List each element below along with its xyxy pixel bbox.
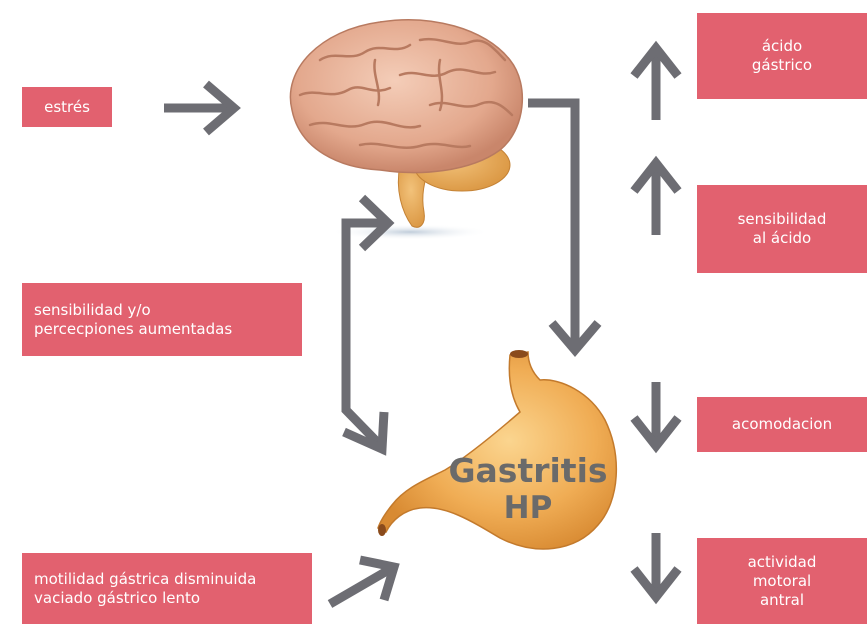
box-acomodacion: acomodacion xyxy=(697,397,867,452)
box-actividad-line-3: antral xyxy=(760,591,804,610)
box-actividad-line-1: actividad xyxy=(748,553,817,572)
box-motilidad: motilidad gástrica disminuida vaciado gá… xyxy=(22,553,312,624)
arrow-down-acomodacion xyxy=(634,382,678,446)
arrow-brain-to-stomach xyxy=(528,103,598,350)
arrow-up-sensibilidad xyxy=(634,163,678,235)
box-estres-line: estrés xyxy=(44,98,90,117)
box-acido-line-2: gástrico xyxy=(752,56,812,75)
stomach-label-line2: HP xyxy=(448,490,608,526)
box-sensibilidad-acido: sensibilidad al ácido xyxy=(697,185,867,273)
box-acido-gastrico: ácido gástrico xyxy=(697,13,867,99)
brain-illustration xyxy=(290,20,522,240)
arrow-down-actividad xyxy=(634,533,678,597)
box-percepciones-line-2: percecpiones aumentadas xyxy=(34,320,232,339)
box-acomodacion-line: acomodacion xyxy=(732,415,832,434)
box-motilidad-line-2: vaciado gástrico lento xyxy=(34,589,200,608)
box-actividad-motoral: actividad motoral antral xyxy=(697,538,867,624)
box-estres: estrés xyxy=(22,87,112,127)
box-percepciones-line-1: sensibilidad y/o xyxy=(34,301,151,320)
stomach-label-line1: Gastritis xyxy=(448,452,608,490)
box-acido-line-1: ácido xyxy=(762,37,802,56)
stomach-label: Gastritis HP xyxy=(448,452,608,526)
arrow-up-acido xyxy=(634,48,678,120)
arrow-motilidad-to-stomach xyxy=(330,560,394,604)
box-motilidad-line-1: motilidad gástrica disminuida xyxy=(34,570,256,589)
box-actividad-line-2: motoral xyxy=(753,572,811,591)
box-sensibilidad-acido-line-1: sensibilidad xyxy=(738,210,827,229)
arrow-estres-to-brain xyxy=(164,84,234,132)
box-sensibilidad-percepciones: sensibilidad y/o percecpiones aumentadas xyxy=(22,283,302,356)
box-sensibilidad-acido-line-2: al ácido xyxy=(753,229,811,248)
